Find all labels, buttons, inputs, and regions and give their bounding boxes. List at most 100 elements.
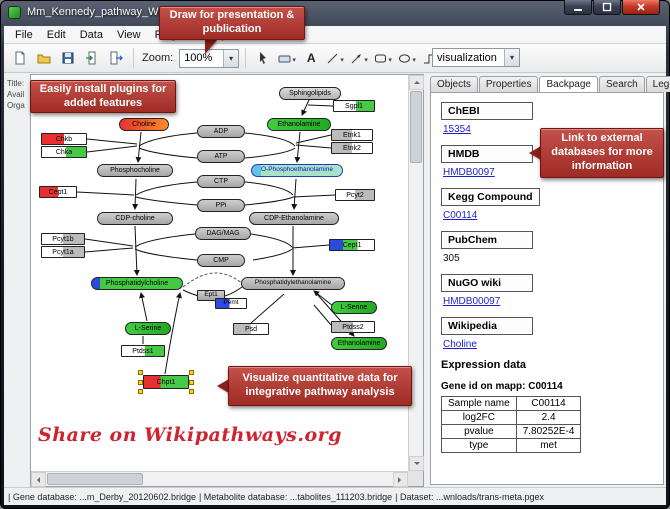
backpage-link[interactable]: HMDB00097 (443, 296, 501, 307)
toolbar-separator (133, 48, 134, 68)
pathway-node[interactable]: DAG/MAG (195, 227, 251, 240)
pathway-node[interactable]: L-Serine (125, 322, 171, 335)
pathway-node[interactable]: Phosphatidylcholine (91, 277, 183, 290)
chevron-down-icon[interactable] (223, 49, 239, 67)
chevron-down-icon[interactable] (504, 49, 519, 66)
menu-item-view[interactable]: View (116, 28, 141, 41)
save-button[interactable] (57, 47, 79, 69)
datanode-icon (278, 55, 291, 62)
minimize-icon (574, 9, 582, 11)
menu-item-file[interactable]: File (15, 28, 33, 41)
selection-handle[interactable] (189, 389, 194, 394)
pathway-node[interactable]: Sphingolipids (279, 87, 341, 100)
pathway-node[interactable]: ATP (197, 150, 245, 163)
pathway-node[interactable]: Ept1 (197, 290, 225, 301)
pathway-node[interactable]: PPi (197, 199, 245, 212)
backpage-link[interactable]: 15354 (443, 124, 471, 135)
pathway-node[interactable]: Ptdss2 (331, 321, 375, 333)
tab-objects[interactable]: Objects (430, 76, 478, 92)
pathway-node[interactable]: Cept1 (39, 186, 77, 198)
scroll-left-icon[interactable] (31, 472, 46, 487)
pathway-node[interactable]: O-Phosphoethanolamine (251, 164, 343, 177)
scroll-right-icon[interactable] (393, 472, 408, 487)
table-cell: 7.80252E-4 (515, 424, 582, 439)
horizontal-scrollbar[interactable] (31, 471, 408, 487)
import-button[interactable] (81, 47, 103, 69)
pathway-node[interactable]: CTP (197, 175, 245, 188)
pathway-node[interactable]: Psd (233, 323, 269, 335)
ellipse-icon (399, 53, 411, 63)
export-button[interactable] (105, 47, 127, 69)
pathway-node[interactable]: Chpt1 (143, 375, 189, 389)
scroll-down-icon[interactable] (409, 456, 424, 471)
zoom-value: 100% (184, 52, 213, 64)
backpage-section-header: PubChem (441, 231, 533, 249)
backpage-link[interactable]: Choline (443, 339, 477, 350)
horizontal-scroll-thumb[interactable] (47, 473, 143, 485)
pathway-node[interactable]: Chka (41, 146, 87, 158)
tab-search[interactable]: Search (598, 76, 645, 92)
pathway-node[interactable]: L-Serine (331, 301, 377, 314)
label-tool-button[interactable]: A (300, 47, 322, 69)
pathway-node[interactable]: ADP (197, 125, 245, 138)
scrollbar-corner (408, 471, 423, 486)
pathway-node[interactable]: Etnk2 (331, 142, 373, 154)
line-tool-button[interactable] (324, 47, 346, 69)
zoom-combobox[interactable]: 100% (179, 48, 240, 68)
selection-handle[interactable] (189, 380, 194, 385)
new-file-icon (15, 51, 25, 65)
arrow-tool-button[interactable] (348, 47, 370, 69)
pointer-tool-button[interactable] (252, 47, 274, 69)
callout-pointer-icon (205, 40, 217, 54)
table-cell: 2.4 (515, 410, 582, 425)
oval-tool-button[interactable] (396, 47, 418, 69)
window-controls (563, 0, 660, 15)
pathway-node[interactable]: Pemt (215, 298, 247, 309)
pathway-node[interactable]: Phosphocholine (97, 164, 173, 177)
pathway-node[interactable]: Sgpl1 (333, 100, 375, 112)
tab-properties[interactable]: Properties (478, 76, 539, 92)
selection-handle[interactable] (138, 380, 143, 385)
pathway-node[interactable]: Phosphatidylethanolamine (241, 277, 345, 290)
backpage-section-header: Kegg Compound (441, 188, 540, 206)
pathway-node[interactable]: Ethanolamine (267, 118, 331, 131)
backpage-link[interactable]: HMDB0097 (443, 167, 495, 178)
vertical-scrollbar[interactable] (408, 75, 424, 471)
pathway-node[interactable]: CDP-Ethanolamine (249, 212, 339, 225)
selection-handle[interactable] (138, 370, 143, 375)
pathway-node[interactable]: Chkb (41, 133, 87, 145)
menu-item-edit[interactable]: Edit (46, 28, 66, 41)
app-icon (8, 6, 21, 19)
menu-item-data[interactable]: Data (79, 28, 103, 41)
tab-backpage[interactable]: Backpage (539, 76, 598, 93)
pathway-node[interactable]: Pcyt1a (41, 246, 85, 258)
tab-legend[interactable]: Legend (645, 76, 670, 92)
rect-tool-button[interactable] (372, 47, 394, 69)
pathway-node[interactable]: Cept1 (329, 239, 375, 251)
selection-handle[interactable] (138, 389, 143, 394)
selection-handle[interactable] (189, 370, 194, 375)
pathway-node[interactable]: Pcyt1b (41, 233, 85, 245)
open-file-button[interactable] (33, 47, 55, 69)
title-bar: Mm_Kennedy_pathway_WP1771_45176.gpml (0, 0, 670, 26)
pathway-node[interactable]: CDP-choline (97, 212, 173, 225)
pathway-node[interactable]: Etnk1 (331, 129, 373, 141)
minimize-button[interactable] (564, 0, 592, 15)
maximize-button[interactable] (593, 0, 621, 15)
pathway-node[interactable]: Choline (119, 118, 169, 131)
toolbar-separator (245, 48, 247, 68)
datanode-tool-button[interactable] (276, 47, 298, 69)
pathway-node[interactable]: Ptdss1 (121, 345, 165, 357)
pathway-node[interactable]: Ethanolamine (331, 337, 387, 350)
new-file-button[interactable] (9, 47, 31, 69)
visualization-combobox[interactable]: visualization (432, 48, 520, 67)
backpage-link[interactable]: C00114 (443, 210, 478, 221)
connector-tool-button[interactable] (420, 47, 442, 69)
close-button[interactable] (622, 0, 660, 15)
pathway-node[interactable]: CMP (197, 254, 245, 267)
vertical-scroll-thumb[interactable] (410, 91, 422, 163)
scroll-up-icon[interactable] (409, 75, 424, 90)
pathway-node[interactable]: Pcyt2 (335, 189, 375, 201)
